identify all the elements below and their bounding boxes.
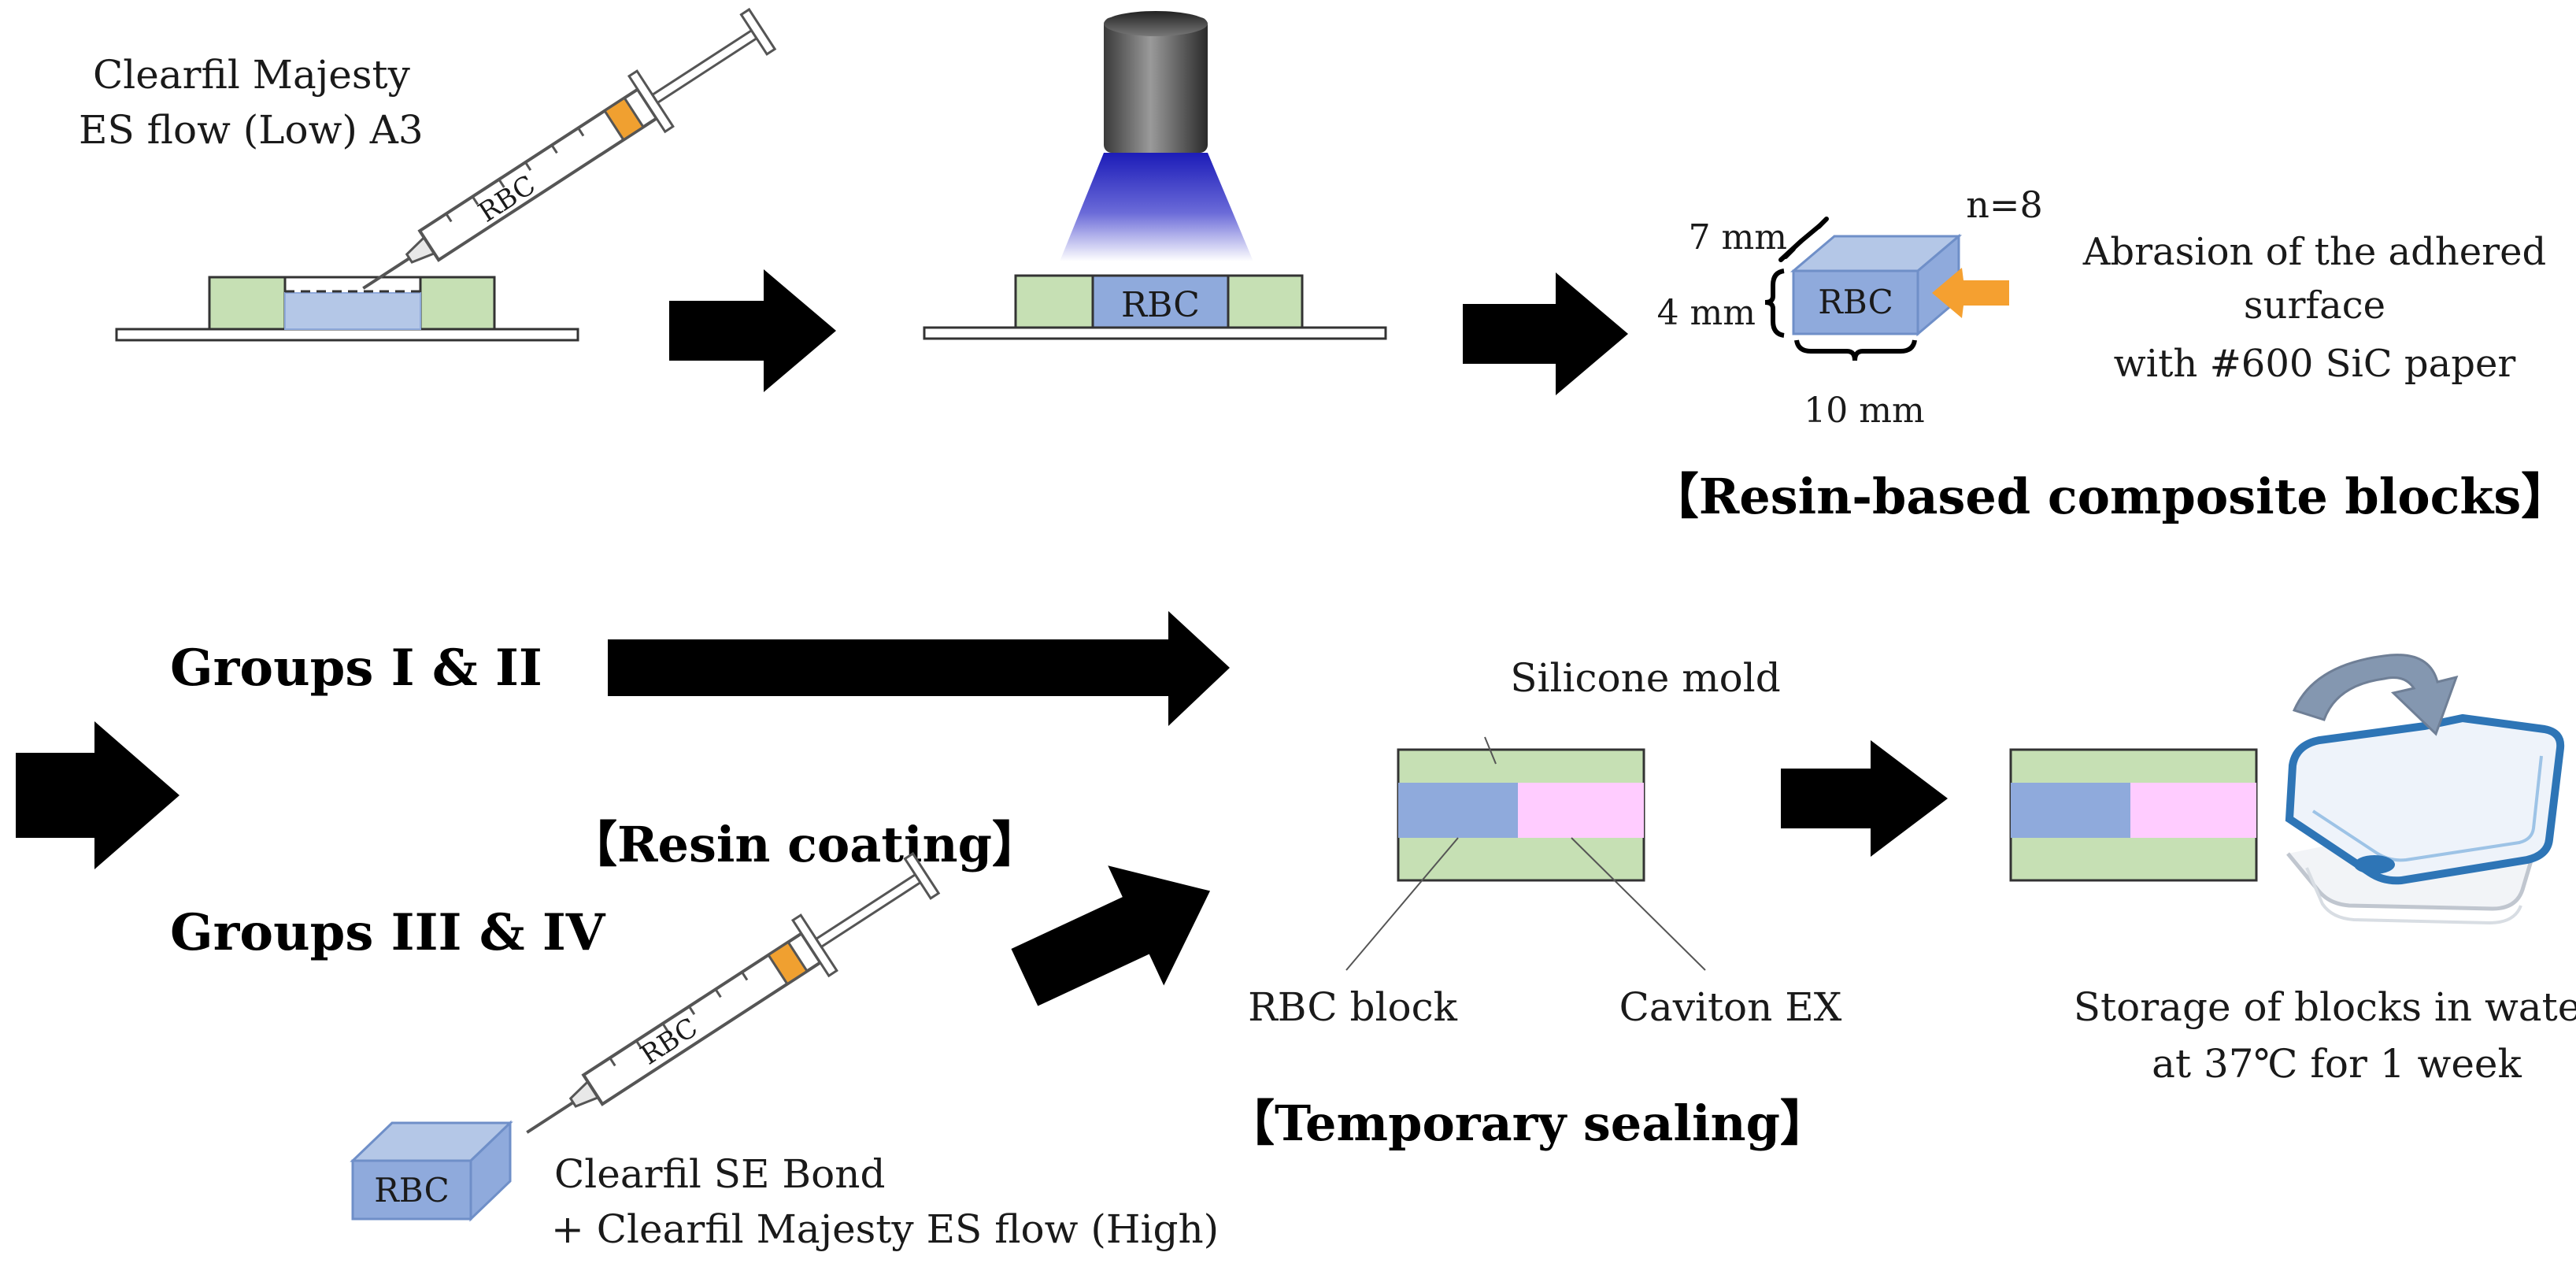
- step-block: RBC 7 mm 4 mm 10 mm n=8 Abrasion of the …: [1657, 183, 2547, 431]
- caviton-part: [1518, 783, 1644, 838]
- abrasion-label-1: Abrasion of the adhered: [2082, 230, 2547, 274]
- block-arrow-icon: [1463, 272, 1628, 395]
- storage-label-1: Storage of blocks in water: [2074, 984, 2576, 1030]
- dim-7-label: 7 mm: [1689, 217, 1787, 257]
- dim-10-label: 10 mm: [1804, 391, 1924, 431]
- rbc-label-curing: RBC: [1121, 285, 1200, 325]
- storage-label-2: at 37℃ for 1 week: [2152, 1041, 2522, 1087]
- block-arrow-icon: [1011, 865, 1211, 1006]
- caviton-label: Caviton EX: [1619, 984, 1842, 1030]
- block-arrow-icon: [1781, 740, 1948, 857]
- syringe-icon: [507, 843, 946, 1162]
- curing-light-icon: [1104, 17, 1208, 153]
- mold-right: [419, 276, 496, 331]
- glass-slide: [115, 328, 579, 342]
- mold-left: [208, 276, 287, 331]
- dim-4-label: 4 mm: [1657, 293, 1756, 333]
- block-arrow-icon: [16, 721, 180, 869]
- rbc-block-icon: RBC: [1790, 233, 1963, 337]
- abrasion-label-2: surface: [2244, 283, 2385, 328]
- resin-fill: [284, 292, 421, 330]
- bracket-10mm: [1794, 339, 1917, 361]
- coating-block: RBC RBC Clearfil SE Bond + Clearfil Maje…: [350, 843, 1219, 1252]
- storage-assembly: Storage of blocks in water at 37℃ for 1 …: [2009, 654, 2576, 1087]
- rbc-label-block: RBC: [1818, 283, 1893, 321]
- groups-1-2-label: Groups I & II: [170, 639, 542, 698]
- water-container-icon: [2285, 713, 2565, 925]
- resin-coating-heading: 【Resin coating】: [568, 816, 1041, 873]
- groups-3-4-label: Groups III & IV: [170, 903, 606, 962]
- n-label: n=8: [1966, 183, 2042, 226]
- temporary-sealing-heading: 【Temporary sealing】: [1226, 1095, 1829, 1152]
- block-arrow-icon: [669, 269, 836, 392]
- step-filling: RBC Clearfil Majesty ES flow (Low) A3: [79, 0, 782, 342]
- se-bond-label-2: + Clearfil Majesty ES flow (High): [551, 1206, 1219, 1252]
- block-arrow-icon: [608, 611, 1230, 726]
- rbc-block-label: RBC block: [1248, 984, 1458, 1030]
- majesty-low-label-2: ES flow (Low) A3: [79, 107, 424, 153]
- curved-arrow-icon: [2292, 654, 2459, 736]
- syringe-icon: [343, 0, 782, 318]
- silicone-mold-label: Silicone mold: [1510, 655, 1781, 701]
- majesty-low-label-1: Clearfil Majesty: [93, 52, 411, 98]
- rbc-label-coating: RBC: [374, 1171, 449, 1210]
- sealing-assembly: Silicone mold RBC block Caviton EX: [1248, 655, 1842, 1030]
- se-bond-label-1: Clearfil SE Bond: [554, 1151, 885, 1197]
- rbc-block-icon: RBC: [350, 1120, 513, 1222]
- bracket-4mm: [1764, 269, 1785, 338]
- abrasion-arrow-icon: [1932, 268, 2009, 318]
- rbc-block-part: [1398, 783, 1518, 838]
- light-beam: [1060, 153, 1253, 261]
- blocks-heading: 【Resin-based composite blocks】: [1650, 468, 2570, 525]
- step-curing: RBC: [923, 11, 1387, 340]
- abrasion-label-3: with #600 SiC paper: [2114, 342, 2516, 386]
